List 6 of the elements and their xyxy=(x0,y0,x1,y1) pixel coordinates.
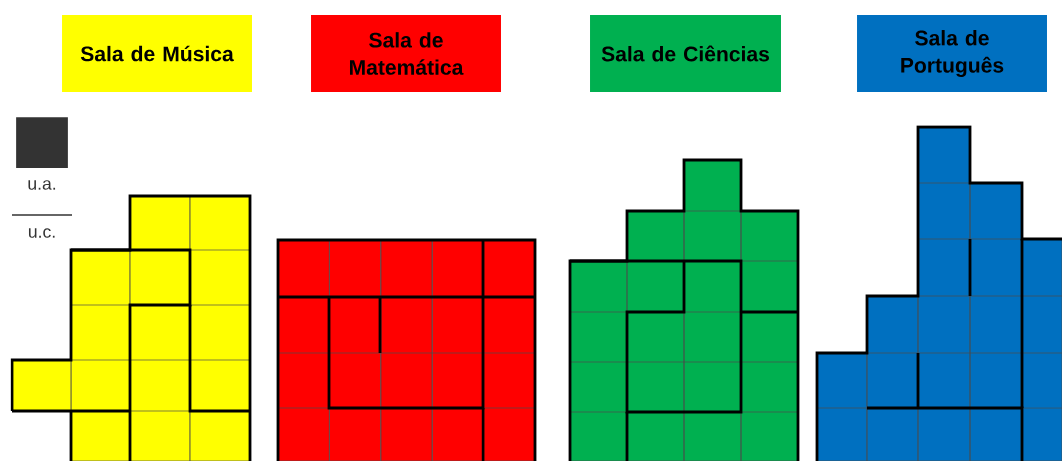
title-box: Sala de Matemática xyxy=(311,15,501,92)
unit-label: u.c. xyxy=(29,228,55,238)
title-box: Sala de Música xyxy=(62,15,252,92)
title-box: Sala de Ciências xyxy=(590,15,781,92)
title-box: Sala de Português xyxy=(857,15,1047,92)
unit-label: u.a. xyxy=(28,180,56,190)
